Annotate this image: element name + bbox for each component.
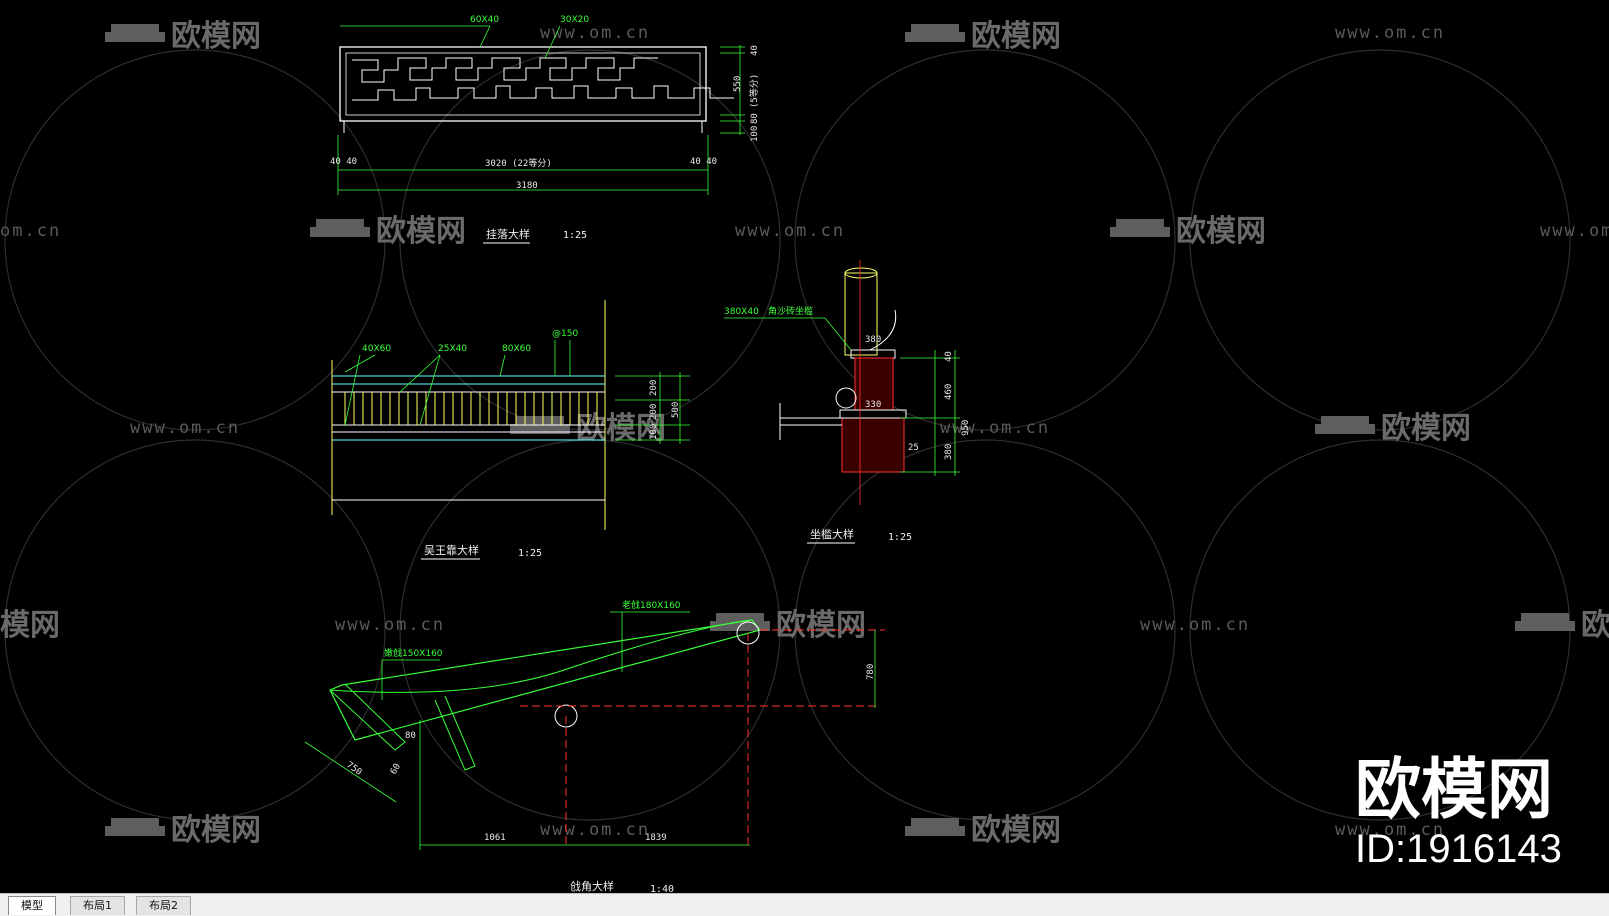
sofa-icon	[1515, 613, 1575, 631]
svg-text:欧模网: 欧模网	[171, 19, 261, 54]
svg-text:模网: 模网	[0, 608, 60, 643]
svg-text:40: 40	[944, 351, 954, 362]
fret-pattern	[352, 57, 734, 101]
layout-tab-bar: 模型 布局1 布局2	[0, 893, 1609, 916]
watermark-brand: 欧模网	[105, 19, 261, 54]
railing-detail-drawing[interactable]: 40X60 25X40 80X60 @150 200 200 100 500 吴…	[331, 300, 690, 560]
overlay-logo: 欧模网	[1355, 751, 1553, 828]
svg-text:欧模网: 欧模网	[376, 214, 466, 249]
svg-text:1061: 1061	[484, 833, 506, 843]
svg-text:100: 100	[649, 424, 659, 440]
svg-text:3180: 3180	[516, 181, 538, 191]
drawing-scale: 1:25	[518, 548, 542, 559]
svg-text:40: 40	[750, 45, 760, 56]
watermark-brand: 欧模网	[905, 19, 1061, 54]
eave-member-label: 嫩戗150X160	[384, 647, 443, 659]
svg-text:25: 25	[908, 443, 919, 453]
eave-member-label: 老戗180X160	[622, 599, 681, 611]
railing-member-label: 80X60	[502, 344, 531, 354]
svg-text:330: 330	[865, 400, 881, 410]
watermark-url: www.om.cn	[130, 418, 240, 438]
watermark-url: www.om.cn	[335, 615, 445, 635]
watermark-url: www.om.cn	[940, 418, 1050, 438]
watermark-brand: 欧模网	[105, 813, 261, 848]
railing-member-label: 40X60	[362, 344, 391, 354]
overlay-id: ID:1916143	[1355, 827, 1562, 871]
sofa-icon	[905, 818, 965, 836]
watermark-brand: 欧模网	[1315, 411, 1471, 446]
watermark-url: www.om.cn	[1140, 615, 1250, 635]
watermark-brand: 欧	[1515, 608, 1609, 643]
svg-text:200: 200	[649, 380, 659, 396]
tab-layout1[interactable]: 布局1	[70, 896, 125, 915]
watermark-url: www.om.cn	[735, 221, 845, 241]
svg-text:欧模网: 欧模网	[1176, 214, 1266, 249]
drawing-title: 挂落大样	[486, 227, 530, 241]
svg-text:500: 500	[671, 402, 681, 418]
svg-text:(5等分): (5等分)	[748, 74, 760, 108]
watermark-brand: 欧模网	[1110, 214, 1266, 249]
svg-text:950: 950	[961, 420, 971, 436]
watermark-url: om.cn	[0, 221, 61, 241]
svg-text:60: 60	[389, 762, 403, 776]
tab-layout2[interactable]: 布局2	[136, 896, 191, 915]
tab-model[interactable]: 模型	[8, 896, 56, 915]
drawing-scale: 1:25	[888, 532, 912, 543]
svg-text:40 40: 40 40	[690, 157, 717, 167]
drawing-title: 坐槛大样	[810, 527, 854, 541]
watermark-urls: www.om.cn www.om.cn om.cn www.om.cn www.…	[0, 23, 1609, 840]
svg-text:200: 200	[649, 404, 659, 420]
svg-text:80: 80	[750, 113, 760, 124]
eave-corner-drawing[interactable]: 780 1061 1839 750 80 60 老戗180X160 嫩戗150X…	[304, 599, 885, 893]
bench-detail-drawing[interactable]: 380X40 角沙砖坐槛 380 330 25 40 460 380 950 坐…	[724, 260, 971, 544]
sofa-icon	[905, 24, 965, 42]
sofa-icon	[1315, 416, 1375, 434]
svg-text:100: 100	[750, 126, 760, 142]
svg-text:欧模网: 欧模网	[971, 813, 1061, 848]
svg-text:欧: 欧	[1581, 608, 1609, 643]
railing-member-label: @150	[552, 329, 578, 339]
bench-member-label: 380X40	[724, 307, 759, 317]
svg-text:欧模网: 欧模网	[1381, 411, 1471, 446]
watermark-url: www.om.cn	[540, 23, 650, 43]
watermark-brands: 欧模网 欧模网 欧模网 欧模网 欧模网 欧模网 模网 欧模网	[0, 19, 1609, 848]
svg-text:380: 380	[865, 335, 881, 345]
svg-text:40 40: 40 40	[330, 157, 357, 167]
drawing-scale: 1:40	[650, 884, 674, 893]
overlay-watermark: 欧模网 ID:1916143	[1355, 751, 1562, 871]
svg-text:550: 550	[733, 76, 743, 92]
frame-member-label: 60X40	[470, 15, 499, 25]
watermark-brand: 欧模网	[710, 608, 866, 643]
railing-member-label: 25X40	[438, 344, 467, 354]
watermark-brand: 欧模网	[905, 813, 1061, 848]
watermark-brand: 模网	[0, 608, 60, 643]
drawing-title: 吴王靠大样	[424, 543, 479, 557]
sofa-icon	[1110, 219, 1170, 237]
drawing-title: 戗角大样	[570, 879, 614, 893]
svg-text:460: 460	[944, 384, 954, 400]
bench-member-label: 角沙砖坐槛	[768, 305, 813, 317]
watermark-url: www.om.cn	[1335, 23, 1445, 43]
svg-text:780: 780	[866, 664, 876, 680]
watermark-brand: 欧模网	[310, 214, 466, 249]
sofa-icon	[105, 24, 165, 42]
watermark-url: www.om.cn	[540, 820, 650, 840]
sofa-icon	[310, 219, 370, 237]
svg-text:750: 750	[344, 760, 363, 778]
watermark-url: www.om.cn	[1335, 820, 1445, 840]
svg-text:欧模网: 欧模网	[171, 813, 261, 848]
svg-text:欧模网: 欧模网	[776, 608, 866, 643]
frame-member-label: 30X20	[560, 15, 589, 25]
drawing-scale: 1:25	[563, 230, 587, 241]
cad-model-space[interactable]: www.om.cn www.om.cn om.cn www.om.cn www.…	[0, 0, 1609, 893]
railing-balusters	[344, 392, 598, 425]
watermark-url: www.om.cn	[1540, 221, 1609, 241]
svg-text:1839: 1839	[645, 833, 667, 843]
svg-text:380: 380	[944, 444, 954, 460]
svg-text:欧模网: 欧模网	[971, 19, 1061, 54]
svg-text:3020 (22等分): 3020 (22等分)	[485, 157, 552, 169]
sofa-icon	[105, 818, 165, 836]
svg-text:80: 80	[405, 731, 416, 741]
frame-detail-drawing[interactable]: 60X40 30X20 40 550 (5等分) 80 100 40 40 40…	[330, 15, 760, 244]
